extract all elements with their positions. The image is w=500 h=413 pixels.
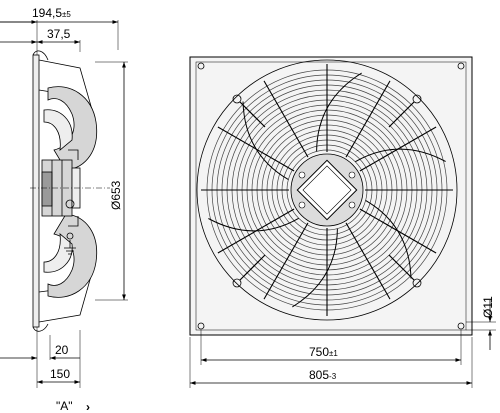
guard-strut xyxy=(217,126,295,172)
mount-hole-tl xyxy=(197,62,205,70)
blade-edge xyxy=(208,217,299,232)
guard-strut xyxy=(359,208,437,254)
mount-hole-br xyxy=(457,322,465,330)
view-marker: "A" › xyxy=(56,399,90,413)
hole-pitch-tol: ±1 xyxy=(329,349,338,358)
dim-mount-depth: 37,5 xyxy=(0,27,80,44)
dim-diameter: Ø653 xyxy=(109,61,126,300)
guard-strut xyxy=(345,80,391,158)
guard-brackets xyxy=(232,94,422,288)
svg-text:194,5±5: 194,5±5 xyxy=(32,6,71,20)
mount-hole-tr xyxy=(457,62,465,70)
depth-total-value: 194,5 xyxy=(32,6,62,20)
guard-strut xyxy=(217,208,295,254)
svg-text:805-3: 805-3 xyxy=(309,368,337,382)
blade-edge xyxy=(292,228,338,308)
hole-dia-value: Ø11 xyxy=(481,296,495,318)
guard-strut xyxy=(359,126,437,172)
motor-hub-front xyxy=(290,153,364,227)
front-view xyxy=(189,56,473,336)
guard-strut xyxy=(263,222,309,300)
hole-pitch-value: 750 xyxy=(309,345,329,359)
guard-strut xyxy=(263,80,309,158)
dim-hole-pitch: 750±1 xyxy=(200,330,462,365)
blade-edge xyxy=(365,199,412,279)
dim-flange: 20 xyxy=(0,343,80,360)
guard-struts xyxy=(201,64,453,316)
plate-width-tol: -3 xyxy=(329,372,337,381)
dim-plate-width: 805-3 xyxy=(189,337,473,388)
dim-depth-total: 194,5±5 xyxy=(0,6,118,24)
impeller-blades xyxy=(208,72,446,308)
mount-depth-value: 37,5 xyxy=(47,27,71,41)
mount-hole-bl xyxy=(197,322,205,330)
blade-lower xyxy=(47,213,98,298)
guard-strut xyxy=(345,222,391,300)
view-arrow-icon: › xyxy=(86,400,90,413)
view-label: "A" xyxy=(56,399,73,413)
depth-total-tol: ±5 xyxy=(62,10,71,19)
base-value: 150 xyxy=(50,367,70,381)
dim-hole-dia: Ø11 xyxy=(466,296,496,350)
blade-edge xyxy=(316,72,362,152)
plate-width-value: 805 xyxy=(309,368,329,382)
diameter-value: Ø653 xyxy=(109,180,123,210)
dim-base: 150 xyxy=(37,367,80,384)
flange-value: 20 xyxy=(55,343,69,357)
blade-edge xyxy=(355,148,446,163)
svg-text:750±1: 750±1 xyxy=(309,345,338,359)
blade-edge xyxy=(242,101,289,181)
side-view xyxy=(30,20,128,388)
